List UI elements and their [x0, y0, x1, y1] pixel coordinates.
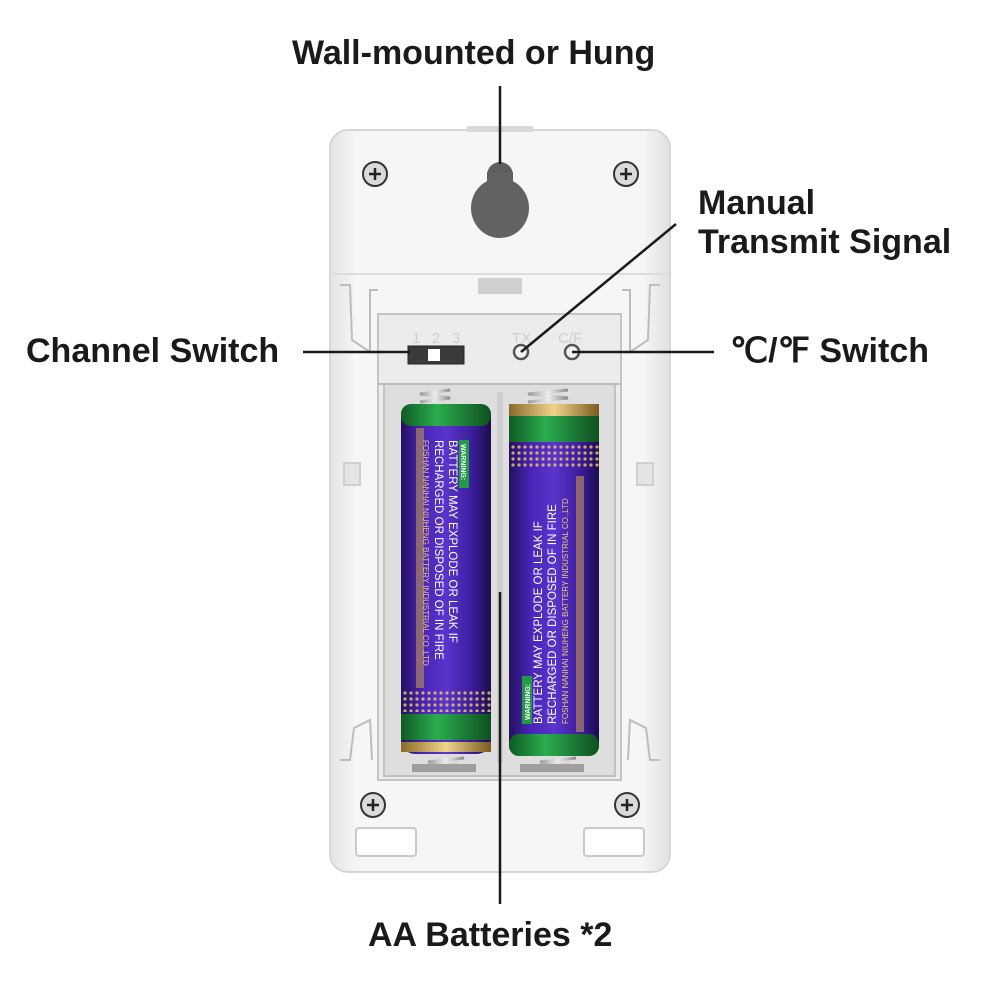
svg-text:WARNING:: WARNING:: [525, 684, 532, 720]
manual-transmit-callout: Manual Transmit Signal: [698, 184, 951, 262]
svg-text:RECHARGED OR DISPOSED OF IN FI: RECHARGED OR DISPOSED OF IN FIRE: [547, 504, 559, 724]
battery-left: WARNING: BATTERY MAY EXPLODE OR LEAK IF …: [401, 404, 491, 754]
unit-switch-callout: ℃/℉ Switch: [730, 332, 930, 370]
channel-switch-callout: Channel Switch: [26, 332, 280, 370]
unit-marking: C/F: [558, 330, 582, 347]
batteries-callout: AA Batteries *2: [368, 916, 613, 954]
svg-text:RECHARGED OR DISPOSED OF IN FI: RECHARGED OR DISPOSED OF IN FIRE: [432, 440, 444, 660]
tx-marking: TX: [512, 330, 531, 347]
screw-bottom-right-icon: [614, 792, 640, 818]
svg-text:3: 3: [452, 330, 460, 347]
svg-text:2: 2: [432, 330, 440, 347]
wall-mount-callout: Wall-mounted or Hung: [292, 34, 656, 72]
svg-text:WARNING:: WARNING:: [459, 444, 466, 480]
battery-springs: [412, 388, 584, 772]
battery-right: WARNING: BATTERY MAY EXPLODE OR LEAK IF …: [509, 404, 599, 756]
leader-lines: [303, 86, 714, 904]
svg-text:FOSHAN NANHAI NIUHENG BATTERY: FOSHAN NANHAI NIUHENG BATTERY INDUSTRIAL…: [421, 440, 430, 666]
keyhole-hanger: [471, 162, 529, 238]
svg-text:1: 1: [412, 330, 420, 347]
manual-transmit-line1: Manual: [698, 184, 816, 222]
screw-top-right-icon: [613, 161, 639, 187]
channel-switch[interactable]: [407, 345, 465, 365]
side-clips: [340, 284, 660, 761]
channel-markings: 1 2 3: [412, 330, 460, 347]
screw-bottom-left-icon: [360, 792, 386, 818]
svg-text:BATTERY MAY EXPLODE OR LEAK IF: BATTERY MAY EXPLODE OR LEAK IF: [533, 521, 545, 724]
screw-top-left-icon: [362, 161, 388, 187]
svg-text:BATTERY MAY EXPLODE OR LEAK IF: BATTERY MAY EXPLODE OR LEAK IF: [446, 440, 458, 643]
bottom-feet: [355, 827, 645, 857]
manual-transmit-line2: Transmit Signal: [698, 223, 952, 262]
svg-text:FOSHAN NANHAI NIUHENG BATTERY: FOSHAN NANHAI NIUHENG BATTERY INDUSTRIAL…: [561, 498, 570, 724]
